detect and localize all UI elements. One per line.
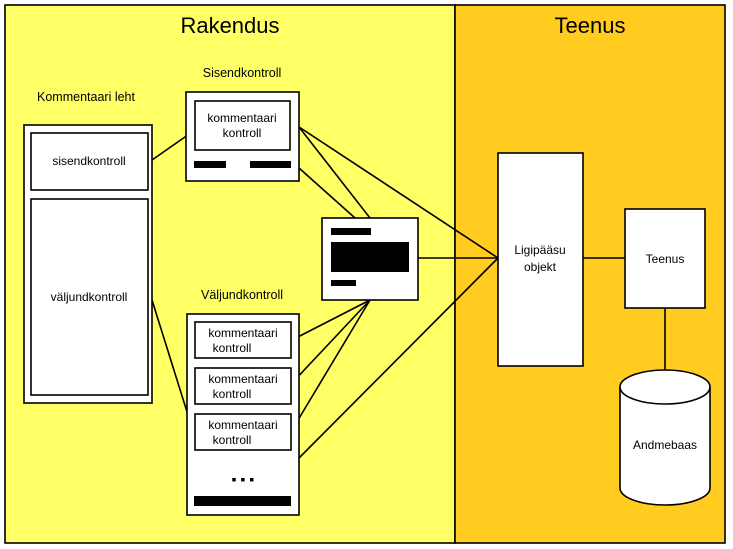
output-comment-control: kommentaari kontroll bbox=[194, 413, 292, 451]
output-ellipsis: ▪ ▪ ▪ bbox=[232, 471, 255, 487]
input-comment-line1: kommentaari bbox=[207, 111, 276, 125]
output-comment-box bbox=[194, 321, 292, 359]
input-comment-control bbox=[194, 100, 291, 151]
form-widget-top-bar bbox=[331, 228, 371, 235]
input-button-bar bbox=[250, 161, 291, 168]
connector-line bbox=[298, 167, 356, 219]
access-object-line1: Ligipääsu bbox=[514, 243, 565, 257]
database-label: Andmebaas bbox=[633, 438, 697, 452]
output-comment-control: kommentaari kontroll bbox=[194, 321, 292, 359]
input-control-box bbox=[30, 132, 149, 191]
input-control-label: sisendkontroll bbox=[52, 154, 125, 168]
connector-line bbox=[291, 299, 371, 431]
service-box bbox=[624, 208, 706, 309]
input-comment-line2: kontroll bbox=[223, 126, 262, 140]
output-comment-box bbox=[194, 413, 292, 451]
form-widget-main-bar bbox=[331, 242, 409, 272]
input-text-bar bbox=[194, 161, 226, 168]
output-comment-line2: kontroll bbox=[213, 387, 252, 401]
output-comment-line2: kontroll bbox=[213, 341, 252, 355]
database-body bbox=[619, 387, 711, 506]
access-object-box bbox=[497, 152, 584, 367]
output-control-box bbox=[30, 198, 149, 396]
connector-line bbox=[298, 126, 499, 259]
output-comment-line1: kommentaari bbox=[208, 372, 277, 386]
database-icon bbox=[619, 369, 711, 506]
output-comment-line1: kommentaari bbox=[208, 326, 277, 340]
output-comment-box bbox=[194, 367, 292, 405]
database-top bbox=[619, 369, 711, 405]
connector-line bbox=[298, 257, 499, 459]
service-zone-title: Teenus bbox=[555, 13, 626, 38]
output-comment-line2: kontroll bbox=[213, 433, 252, 447]
access-object-line2: objekt bbox=[524, 260, 557, 274]
output-control-label: väljundkontroll bbox=[51, 290, 128, 304]
output-comment-control: kommentaari kontroll bbox=[194, 367, 292, 405]
connector-line bbox=[291, 299, 371, 341]
service-label: Teenus bbox=[646, 252, 685, 266]
connector-line bbox=[151, 299, 189, 416]
connector-line bbox=[291, 299, 371, 384]
app-zone-title: Rakendus bbox=[180, 13, 279, 38]
output-comment-line1: kommentaari bbox=[208, 418, 277, 432]
form-widget-bottom-bar bbox=[331, 280, 356, 286]
output-bottom-bar bbox=[194, 496, 291, 506]
page-title: Kommentaari leht bbox=[37, 90, 135, 104]
connector-line bbox=[298, 126, 371, 219]
output-panel-title: Väljundkontroll bbox=[201, 288, 283, 302]
connections bbox=[151, 126, 666, 459]
input-panel-title: Sisendkontroll bbox=[203, 66, 282, 80]
